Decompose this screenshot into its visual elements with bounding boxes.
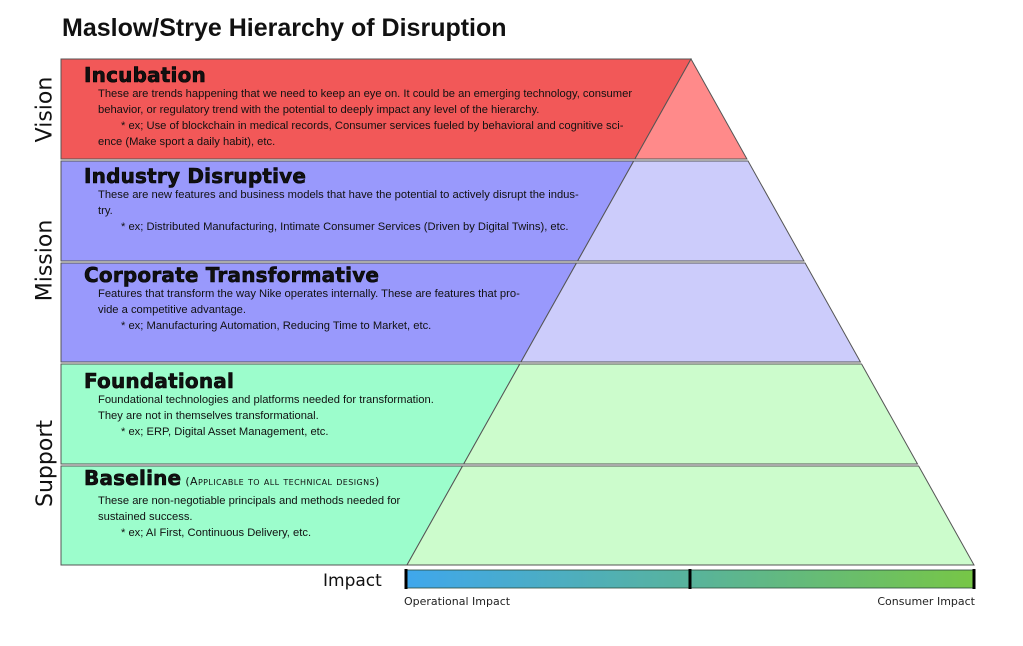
page-title: Maslow/Strye Hierarchy of Disruption — [62, 14, 507, 42]
band-description: Features that transform the way Nike ope… — [98, 288, 520, 300]
operational-impact-caption: Operational Impact — [404, 595, 511, 608]
impact-tick-end — [972, 569, 976, 589]
band-description: They are not in themselves transformatio… — [98, 410, 319, 422]
band-example-cont: ence (Make sport a daily habit), etc. — [98, 136, 276, 148]
band-example: * ex; AI First, Continuous Delivery, etc… — [121, 527, 312, 539]
band-example: * ex; Distributed Manufacturing, Intimat… — [121, 221, 569, 233]
band-title: Industry Disruptive — [84, 164, 307, 188]
band-description: behavior, or regulatory trend with the p… — [98, 104, 540, 116]
band-title: Corporate Transformative — [84, 263, 380, 287]
band-description: sustained success. — [98, 511, 193, 523]
side-label-mission: Mission — [32, 219, 58, 302]
pyramid-segment-industry-disruptive — [576, 160, 805, 262]
band-baseline: Baseline(Applicable to all technical des… — [84, 466, 401, 541]
band-incubation: Incubation These are trends happening th… — [84, 64, 632, 150]
impact-label: Impact — [323, 571, 382, 591]
band-description: These are new features and business mode… — [98, 189, 579, 201]
band-title: Baseline(Applicable to all technical des… — [84, 466, 380, 490]
side-label-vision: Vision — [32, 76, 58, 142]
pyramid-segment-incubation — [634, 57, 748, 160]
band-title: Foundational — [84, 369, 235, 393]
pyramid-segment-foundational — [462, 363, 919, 465]
band-description: Foundational technologies and platforms … — [98, 394, 434, 406]
band-subtitle: (Applicable to all technical designs) — [185, 475, 380, 488]
band-description: These are non-negotiable principals and … — [98, 495, 401, 507]
band-description: try. — [98, 205, 113, 217]
pyramid-segment-baseline — [406, 465, 975, 566]
pyramid-segment-corporate-transformative — [520, 262, 862, 363]
band-corporate-transformative: Corporate Transformative Features that t… — [84, 264, 520, 334]
band-example: * ex; Manufacturing Automation, Reducing… — [121, 320, 432, 332]
impact-tick-start — [404, 569, 408, 589]
band-example: * ex; ERP, Digital Asset Management, etc… — [121, 426, 329, 438]
band-description: vide a competitive advantage. — [98, 304, 247, 316]
band-foundational: Foundational Foundational technologies a… — [84, 370, 434, 440]
impact-tick-mid — [688, 569, 692, 589]
band-industry-disruptive: Industry Disruptive These are new featur… — [84, 165, 579, 235]
side-label-support: Support — [32, 420, 58, 507]
band-example: * ex; Use of blockchain in medical recor… — [121, 120, 624, 132]
consumer-impact-caption: Consumer Impact — [877, 595, 975, 608]
band-title: Incubation — [84, 63, 206, 87]
band-description: These are trends happening that we need … — [98, 88, 633, 100]
